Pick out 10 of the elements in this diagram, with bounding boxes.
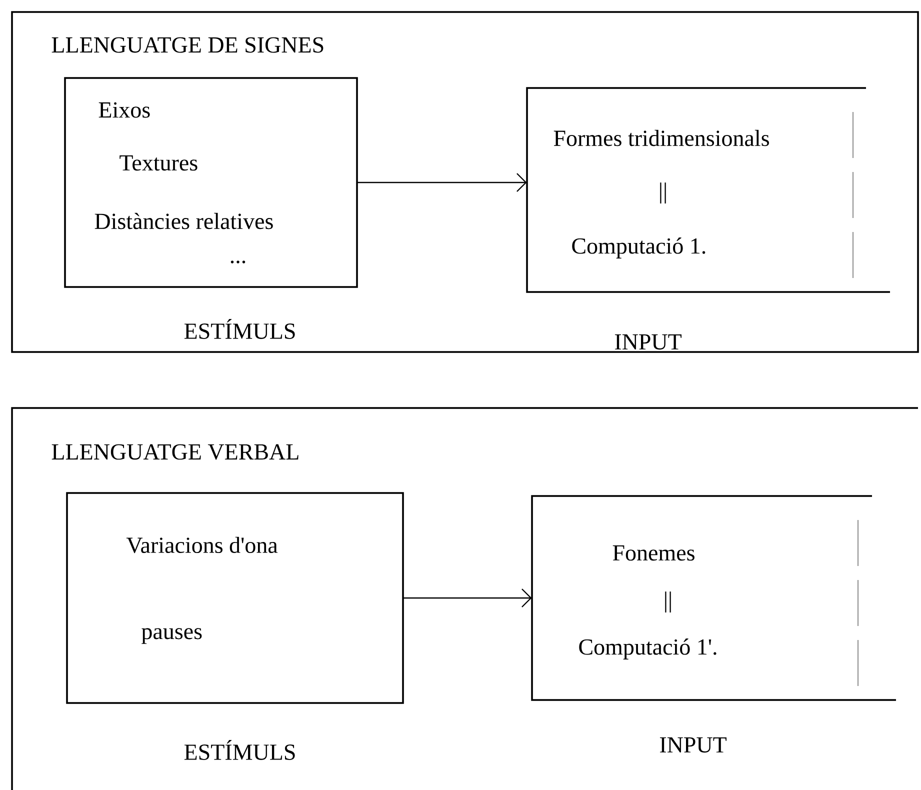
arrow: [357, 173, 527, 192]
box-caption: INPUT: [660, 737, 726, 753]
box-caption: ESTÍMULS: [184, 319, 295, 339]
box-caption: ESTÍMULS: [184, 740, 295, 760]
arrow: [403, 588, 532, 608]
process-box: Fonemes || Computació 1'.: [531, 495, 896, 701]
process-box: Formes tridimensionals || Computació 1.: [526, 87, 890, 293]
process-box: Eixos Textures Distàncies relatives ...: [64, 77, 358, 288]
process-box: Variacions d'ona pauses: [66, 492, 404, 704]
box-caption: INPUT: [614, 334, 682, 350]
